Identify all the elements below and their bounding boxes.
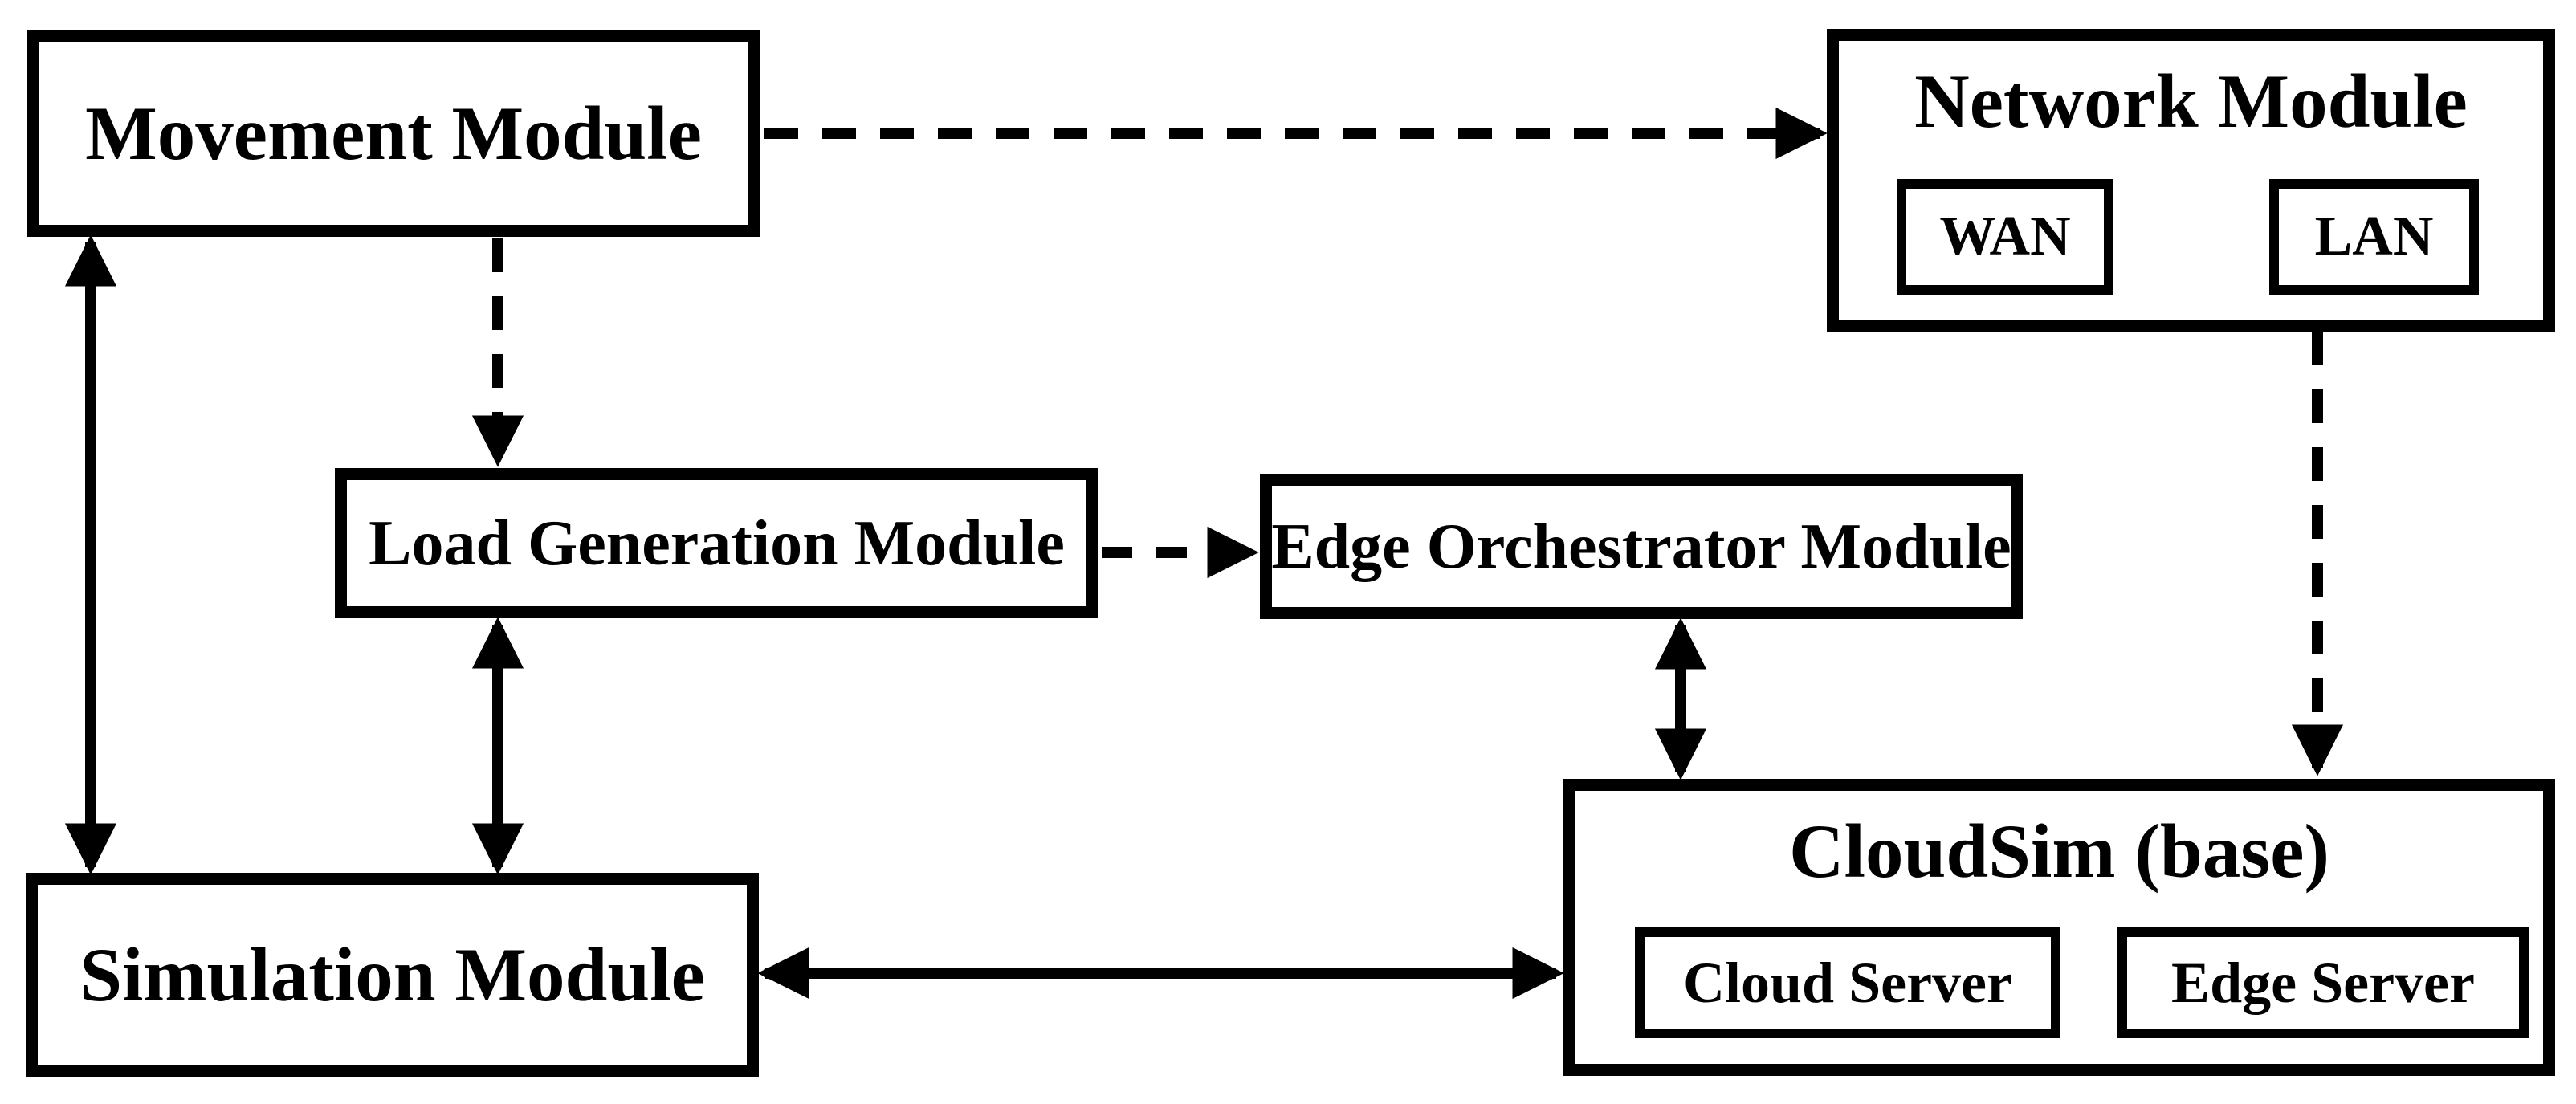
network-module-label: Network Module [1914,59,2468,144]
node-cloud-server: Cloud Server [1635,927,2060,1038]
simulation-module-label: Simulation Module [79,931,705,1017]
wan-label: WAN [1939,206,2071,267]
node-lan: LAN [2269,179,2479,295]
node-movement-module: Movement Module [27,30,760,237]
edge-orchestrator-module-label: Edge Orchestrator Module [1271,511,2011,582]
movement-module-label: Movement Module [85,90,702,176]
node-edge-server: Edge Server [2117,927,2529,1038]
node-load-generation-module: Load Generation Module [335,468,1098,618]
node-wan: WAN [1897,179,2113,295]
cloudsim-base-label: CloudSim (base) [1788,809,2330,894]
cloud-server-label: Cloud Server [1683,951,2012,1015]
node-simulation-module: Simulation Module [26,873,759,1077]
node-network-module: Network Module WAN LAN [1827,29,2555,332]
edge-server-label: Edge Server [2171,951,2475,1015]
node-edge-orchestrator-module: Edge Orchestrator Module [1260,474,2023,619]
lan-label: LAN [2314,206,2434,267]
load-generation-module-label: Load Generation Module [369,507,1065,579]
node-cloudsim-base: CloudSim (base) Cloud Server Edge Server [1563,779,2555,1076]
